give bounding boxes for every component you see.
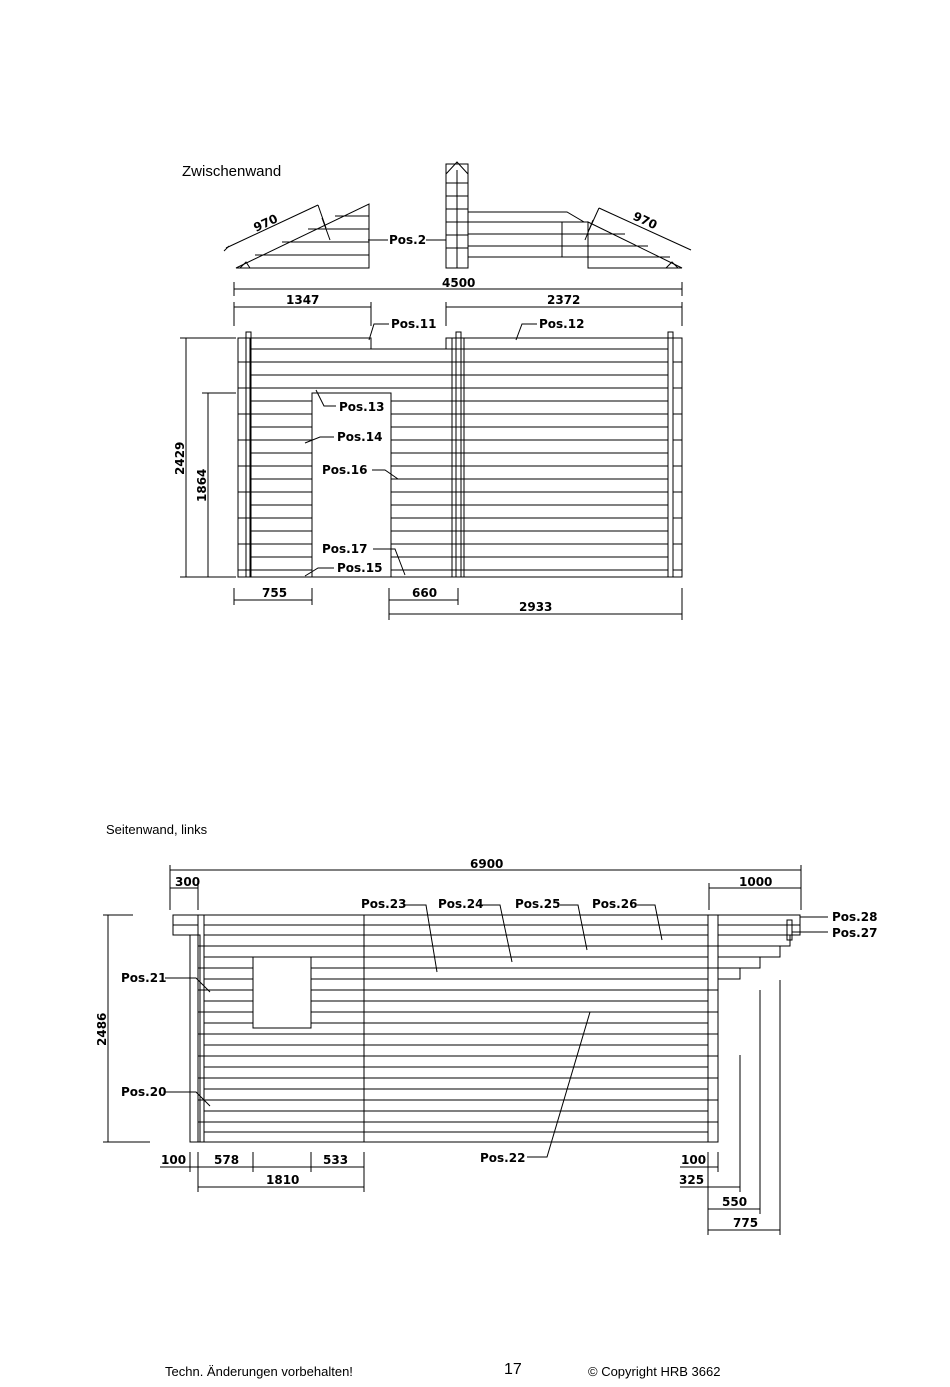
label-pos21: Pos.21 xyxy=(121,971,166,985)
label-pos12: Pos.12 xyxy=(539,317,584,331)
label-pos13: Pos.13 xyxy=(339,400,384,414)
dim-door-height: 1864 xyxy=(195,469,209,502)
footer-copyright: © Copyright HRB 3662 xyxy=(588,1364,721,1379)
label-pos24: Pos.24 xyxy=(438,897,483,911)
dim-b775: 775 xyxy=(733,1216,758,1230)
label-pos22: Pos.22 xyxy=(480,1151,525,1165)
dim-right-width: 2372 xyxy=(547,293,580,307)
dim-total-width-2: 6900 xyxy=(470,857,503,871)
drawing-title-seitenwand: Seitenwand, links xyxy=(106,822,208,837)
seitenwand-front-view xyxy=(172,914,801,1143)
dim-b1810: 1810 xyxy=(266,1173,299,1187)
label-pos20: Pos.20 xyxy=(121,1085,166,1099)
footer-page-number: 17 xyxy=(504,1361,522,1378)
label-pos16: Pos.16 xyxy=(322,463,367,477)
dim-bottom-left: 755 xyxy=(262,586,287,600)
dim-left-width: 1347 xyxy=(286,293,319,307)
dim-height: 2429 xyxy=(173,442,187,475)
dim-b325: 325 xyxy=(679,1173,704,1187)
zwischenwand-front-view xyxy=(237,331,683,578)
label-pos17: Pos.17 xyxy=(322,542,367,556)
right-gable-piece xyxy=(445,161,683,269)
dim-left-overhang: 300 xyxy=(175,875,200,889)
label-pos26: Pos.26 xyxy=(592,897,637,911)
label-pos28: Pos.28 xyxy=(832,910,877,924)
dim-bottom-mid: 660 xyxy=(412,586,437,600)
footer-disclaimer: Techn. Änderungen vorbehalten! xyxy=(165,1364,353,1379)
dim-b100a: 100 xyxy=(161,1153,186,1167)
dim-b578: 578 xyxy=(214,1153,239,1167)
label-pos15: Pos.15 xyxy=(337,561,382,575)
dim-b100b: 100 xyxy=(681,1153,706,1167)
dim-total-width: 4500 xyxy=(442,276,475,290)
label-pos14: Pos.14 xyxy=(337,430,382,444)
dim-b550: 550 xyxy=(722,1195,747,1209)
dim-right-overhang: 1000 xyxy=(739,875,772,889)
dim-b533: 533 xyxy=(323,1153,348,1167)
drawing-title-zwischenwand: Zwischenwand xyxy=(182,163,282,180)
left-gable-piece xyxy=(235,203,370,269)
dim-bottom-right: 2933 xyxy=(519,600,552,614)
label-pos11: Pos.11 xyxy=(391,317,436,331)
dim-gable-left: 970 xyxy=(251,211,280,234)
label-pos25: Pos.25 xyxy=(515,897,560,911)
dim-height-2: 2486 xyxy=(95,1013,109,1046)
label-pos23: Pos.23 xyxy=(361,897,406,911)
label-pos27: Pos.27 xyxy=(832,926,877,940)
label-pos2: Pos.2 xyxy=(389,233,426,247)
